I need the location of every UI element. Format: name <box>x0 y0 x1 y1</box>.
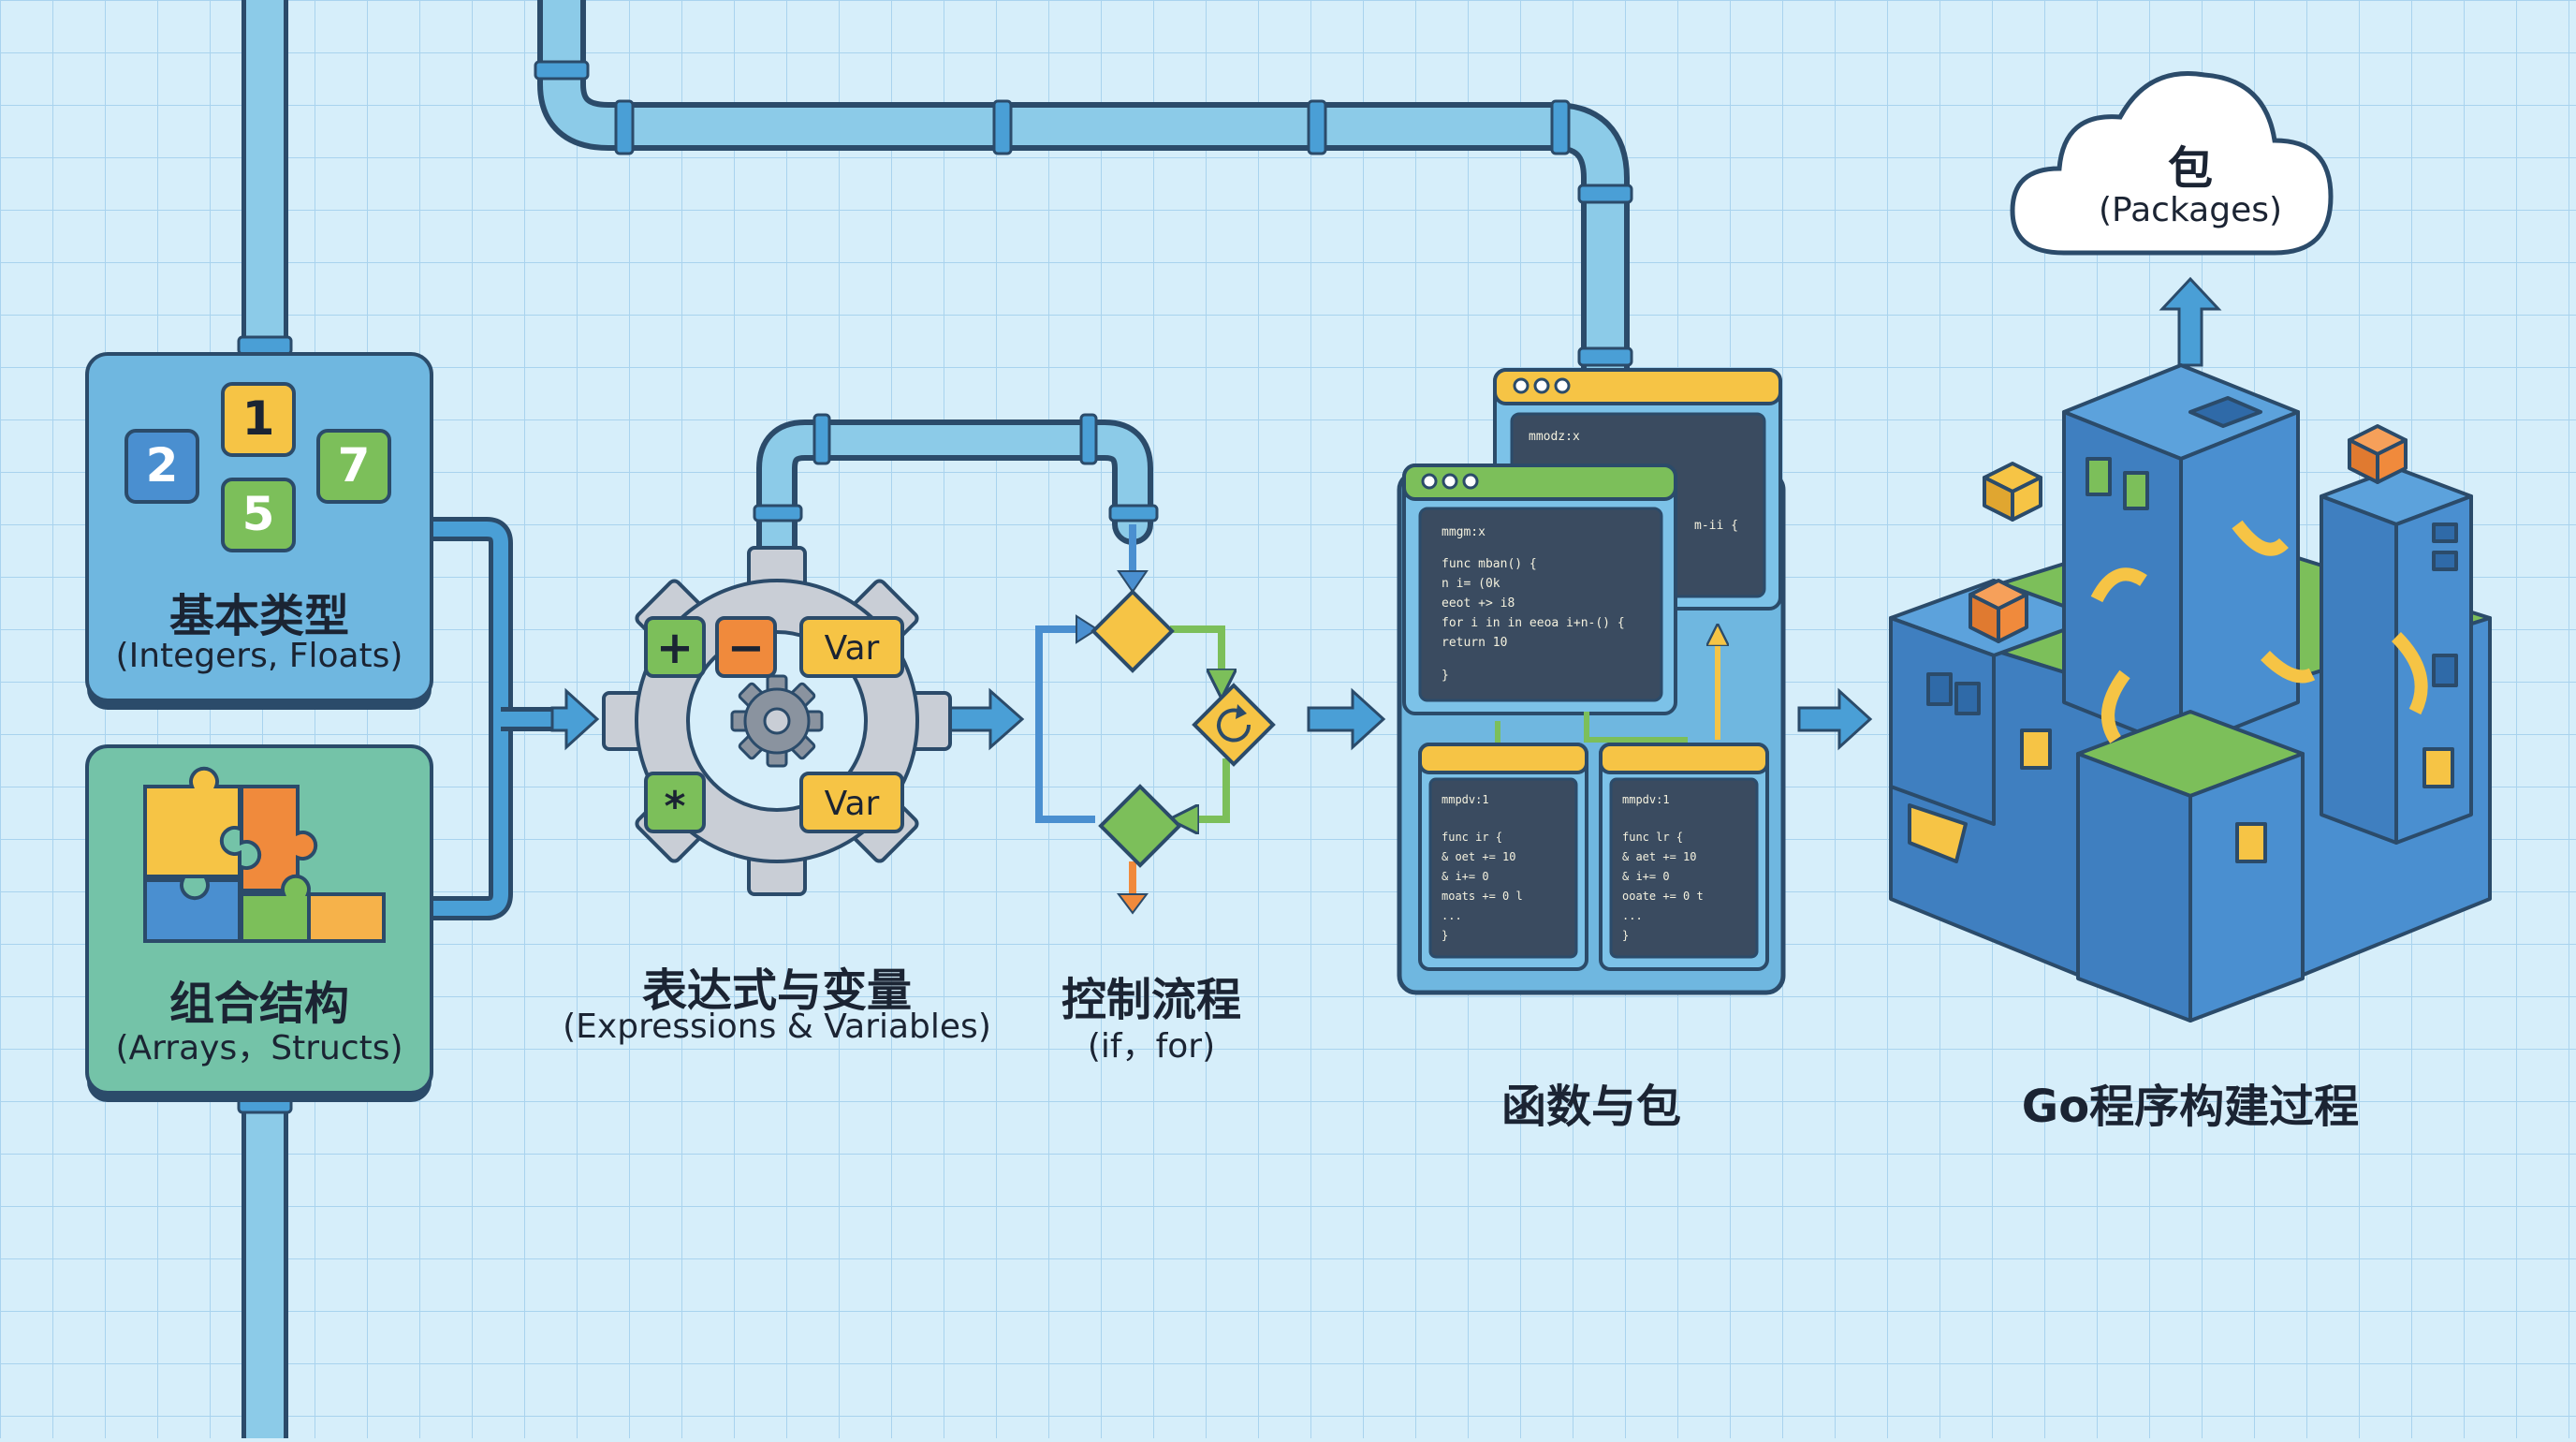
code-window-bottom-right: mmpdv:1 func lr { & aet += 10 & i+= 0 oo… <box>1599 743 1769 971</box>
svg-text:& oet += 10: & oet += 10 <box>1442 850 1515 863</box>
packages-title: 包 <box>2167 142 2213 195</box>
svg-text:2: 2 <box>146 438 179 493</box>
composite-box <box>85 744 433 1102</box>
build-title: Go程序构建过程 <box>2021 1081 2360 1133</box>
svg-text:func mban() {: func mban() { <box>1442 557 1537 571</box>
floating-cube-left <box>1983 462 2042 522</box>
gear-icon: + − Var * Var <box>602 546 952 896</box>
functions-group: mmodz:x m-ii { mmgm:x func mban() { n i=… <box>1397 368 1786 995</box>
svg-text:−: − <box>727 622 765 674</box>
basic-types-title: 基本类型 <box>168 590 349 642</box>
loop-diamond <box>1192 683 1276 767</box>
svg-text:...: ... <box>1622 909 1643 922</box>
arrow-to-expressions <box>550 687 600 751</box>
basic-types-subtitle: (Integers, Floats) <box>115 637 403 675</box>
svg-text:1: 1 <box>242 391 275 446</box>
svg-text:mmodz:x: mmodz:x <box>1529 430 1580 444</box>
svg-text:*: * <box>664 783 685 831</box>
composite-title: 组合结构 <box>168 978 349 1030</box>
svg-text:7: 7 <box>338 438 371 493</box>
basic-types-box: 1 2 7 5 <box>85 352 433 710</box>
control-flow-icon <box>1035 524 1276 915</box>
arrow-to-functions <box>1307 687 1386 751</box>
functions-title: 函数与包 <box>1500 1081 1681 1133</box>
decision-diamond-bottom <box>1098 784 1182 868</box>
code-window-bottom-left: mmpdv:1 func ir { & oet += 10 & i+= 0 mo… <box>1418 743 1588 971</box>
svg-text:}: } <box>1442 669 1449 683</box>
svg-text:mmgm:x: mmgm:x <box>1442 525 1486 539</box>
operator-chip-multiply: * <box>644 772 706 833</box>
cloud-icon <box>2010 71 2334 256</box>
control-flow-subtitle: (if，for) <box>1087 1027 1216 1066</box>
svg-text:& i+= 0: & i+= 0 <box>1622 870 1670 883</box>
svg-text:}: } <box>1442 929 1448 942</box>
svg-text:mmpdv:1: mmpdv:1 <box>1442 793 1489 806</box>
operator-chip-minus: − <box>715 616 777 678</box>
svg-text:...: ... <box>1442 909 1462 922</box>
svg-text:func lr {: func lr { <box>1622 831 1683 844</box>
svg-text:m-ii {: m-ii { <box>1694 519 1738 533</box>
svg-text:moats += 0 l: moats += 0 l <box>1442 890 1523 903</box>
arrow-to-build <box>1797 687 1873 751</box>
svg-text:ooate += 0 t: ooate += 0 t <box>1622 890 1704 903</box>
decision-diamond-top <box>1090 589 1175 673</box>
number-tile-2: 2 <box>124 429 199 504</box>
flow-arrows <box>550 276 2222 751</box>
small-gear-icon <box>730 674 824 768</box>
floating-cube-center <box>1969 579 2028 643</box>
svg-text:+: + <box>656 622 694 674</box>
var-chip-bottom: Var <box>799 772 904 833</box>
svg-text:return 10: return 10 <box>1442 636 1507 650</box>
svg-text:5: 5 <box>242 487 275 541</box>
floating-cube-right <box>2348 424 2408 484</box>
number-tile-5: 5 <box>221 478 296 552</box>
svg-text:Var: Var <box>825 785 880 823</box>
var-chip-top: Var <box>799 616 904 678</box>
puzzle-icon <box>143 766 386 943</box>
operator-chip-plus: + <box>644 616 706 678</box>
svg-text:eeot +> i8: eeot +> i8 <box>1442 596 1515 611</box>
svg-text:mmpdv:1: mmpdv:1 <box>1622 793 1670 806</box>
number-tile-7: 7 <box>316 429 391 504</box>
packages-subtitle: (Packages) <box>2098 191 2283 229</box>
code-window-main: mmgm:x func mban() { n i= (0k eeot +> i8… <box>1402 464 1677 715</box>
svg-text:Var: Var <box>825 629 880 668</box>
svg-text:n i= (0k: n i= (0k <box>1442 577 1500 591</box>
svg-text:func ir {: func ir { <box>1442 831 1502 844</box>
svg-text:for i in in eeoa i+n-() {: for i in in eeoa i+n-() { <box>1442 616 1625 630</box>
pipe-joints <box>237 60 1633 1114</box>
arrow-to-packages <box>2159 276 2222 367</box>
arrow-to-control-flow <box>945 687 1025 751</box>
number-tile-1: 1 <box>221 382 296 457</box>
control-flow-title: 控制流程 <box>1061 974 1241 1026</box>
composite-subtitle: (Arrays，Structs) <box>115 1029 403 1067</box>
svg-text:& aet += 10: & aet += 10 <box>1622 850 1696 863</box>
expressions-subtitle: (Expressions & Variables) <box>563 1008 991 1046</box>
svg-text:}: } <box>1622 929 1629 942</box>
build-blocks-icon <box>1889 363 2492 1023</box>
svg-text:& i+= 0: & i+= 0 <box>1442 870 1489 883</box>
pipes <box>242 0 1630 1442</box>
expressions-title: 表达式与变量 <box>641 964 912 1017</box>
